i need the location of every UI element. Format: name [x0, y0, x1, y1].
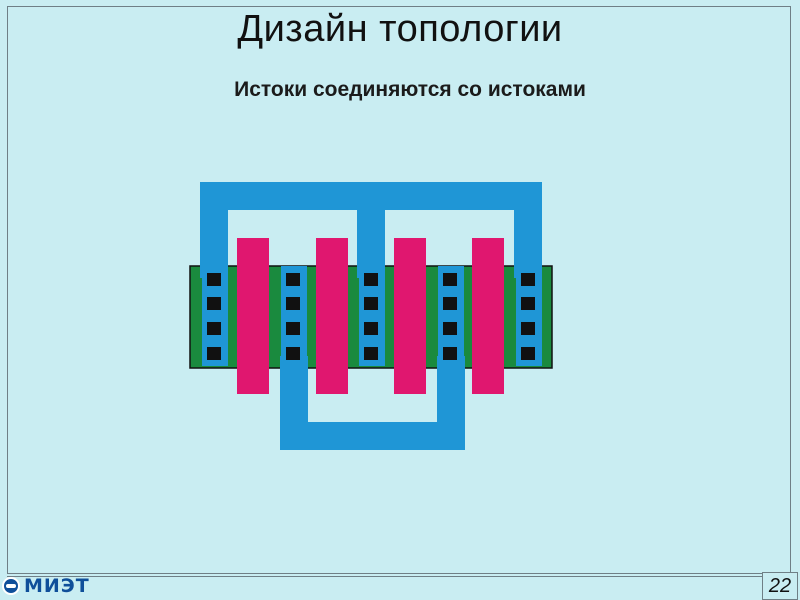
contact [286, 347, 300, 360]
top-metal-drop-1 [200, 182, 228, 278]
gate-2 [316, 238, 348, 394]
page-number: 22 [762, 572, 798, 600]
contact [286, 322, 300, 335]
footer-divider [7, 576, 762, 577]
bottom-metal-rise-2 [280, 356, 308, 450]
contact [443, 322, 457, 335]
contact [364, 322, 378, 335]
contact [443, 273, 457, 286]
contact [521, 273, 535, 286]
slide-title: Дизайн топологии [237, 8, 563, 50]
contacts [207, 273, 535, 360]
gate-4 [472, 238, 504, 394]
logo: МИЭТ [2, 574, 90, 598]
slide-subtitle: Истоки соединяются со истоками [234, 78, 586, 101]
logo-text: МИЭТ [24, 575, 90, 597]
slide-frame [7, 6, 791, 574]
contact [364, 273, 378, 286]
contact [443, 347, 457, 360]
top-metal-drop-5 [514, 182, 542, 278]
contact [207, 273, 221, 286]
contact [207, 347, 221, 360]
contact [207, 322, 221, 335]
contact [364, 297, 378, 310]
contact [443, 297, 457, 310]
contact [286, 273, 300, 286]
top-metal-drop-3 [357, 182, 385, 278]
logo-icon [2, 577, 20, 595]
gate-1 [237, 238, 269, 394]
contact [286, 297, 300, 310]
bottom-metal-bus [280, 422, 465, 450]
contact [521, 347, 535, 360]
contact [364, 347, 378, 360]
contact [521, 322, 535, 335]
bottom-metal-rise-4 [437, 356, 465, 450]
gate-3 [394, 238, 426, 394]
contact [521, 297, 535, 310]
contact [207, 297, 221, 310]
